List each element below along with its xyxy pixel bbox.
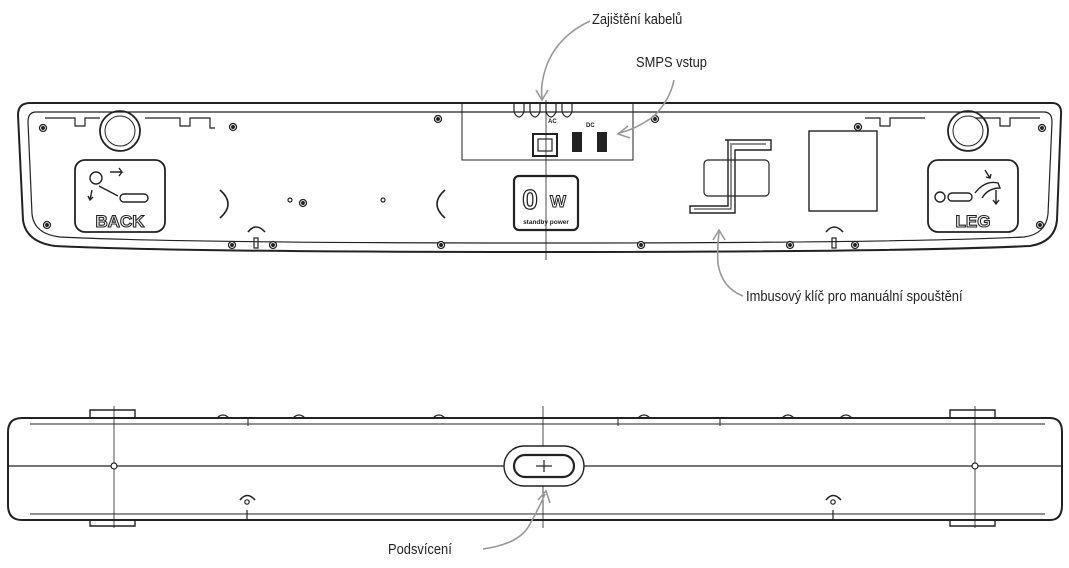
rotate-arrow-icon <box>825 494 842 501</box>
right-pivot <box>971 462 979 470</box>
right-knob <box>947 110 989 152</box>
left-knob <box>99 110 141 152</box>
left-rail-notches <box>45 117 215 129</box>
callout-cable-lock <box>540 20 591 99</box>
label-backlight: Podsvícení <box>388 541 452 558</box>
side-inner-lines <box>30 423 1045 515</box>
ac-port <box>532 133 558 157</box>
back-recline-icon <box>87 167 124 202</box>
smps-port-right <box>597 132 607 152</box>
square-cutout <box>808 130 878 212</box>
callouts <box>482 20 744 550</box>
rotate-arrow-icon <box>825 226 844 233</box>
side-tabs <box>89 409 996 527</box>
backlight-button[interactable] <box>503 445 585 487</box>
rotate-marker <box>831 237 837 249</box>
back-button[interactable]: BACK <box>74 159 166 233</box>
dc-port-label: DC <box>586 123 595 129</box>
rotate-marker <box>253 237 259 249</box>
leg-button[interactable]: LEG <box>927 159 1019 233</box>
rotate-arrow-icon <box>239 494 256 501</box>
callout-backlight <box>482 493 546 550</box>
bed-segment-icon <box>947 192 973 202</box>
left-pivot <box>110 462 118 470</box>
connector-panel: AC DC <box>461 102 634 161</box>
label-hex-key: Imbusový klíč pro manuální spouštění <box>746 288 963 305</box>
callout-hex-key <box>716 231 744 297</box>
top-view: BACK LEG AC DC 0 W standby power <box>16 100 1063 260</box>
leg-dot-icon <box>934 191 946 203</box>
person-head-icon <box>89 171 103 185</box>
label-smps-input: SMPS vstup <box>636 54 707 71</box>
rotate-arrow-icon <box>247 226 266 233</box>
right-bracket-arc <box>436 189 446 219</box>
side-view <box>7 406 1063 528</box>
ac-port-label: AC <box>548 119 557 125</box>
side-ticks <box>247 418 721 426</box>
connector-panel-frame <box>461 102 634 161</box>
leg-raise-icon <box>974 169 1002 206</box>
left-knob-inner <box>104 115 136 147</box>
back-button-label: BACK <box>95 212 145 231</box>
small-hole <box>380 197 386 203</box>
cable-lock-slots <box>513 103 573 118</box>
top-body-outline <box>16 102 1063 254</box>
power-badge-zero: 0 <box>522 184 538 215</box>
label-cable-lock: Zajištění kabelů <box>592 11 683 28</box>
power-badge-unit: W <box>550 192 567 211</box>
callout-smps <box>619 79 675 134</box>
small-hole <box>287 197 293 203</box>
side-edge-bumps <box>216 414 853 419</box>
bed-segment-icon <box>119 193 149 203</box>
right-knob-inner <box>952 115 984 147</box>
smps-port-left <box>572 132 582 152</box>
left-bracket-arc <box>219 189 229 219</box>
side-body-outline <box>7 417 1063 521</box>
right-rail-notches <box>865 117 1040 127</box>
leg-button-label: LEG <box>956 212 991 231</box>
hex-key-icon <box>689 139 772 214</box>
top-body-inner-outline <box>27 111 1053 244</box>
